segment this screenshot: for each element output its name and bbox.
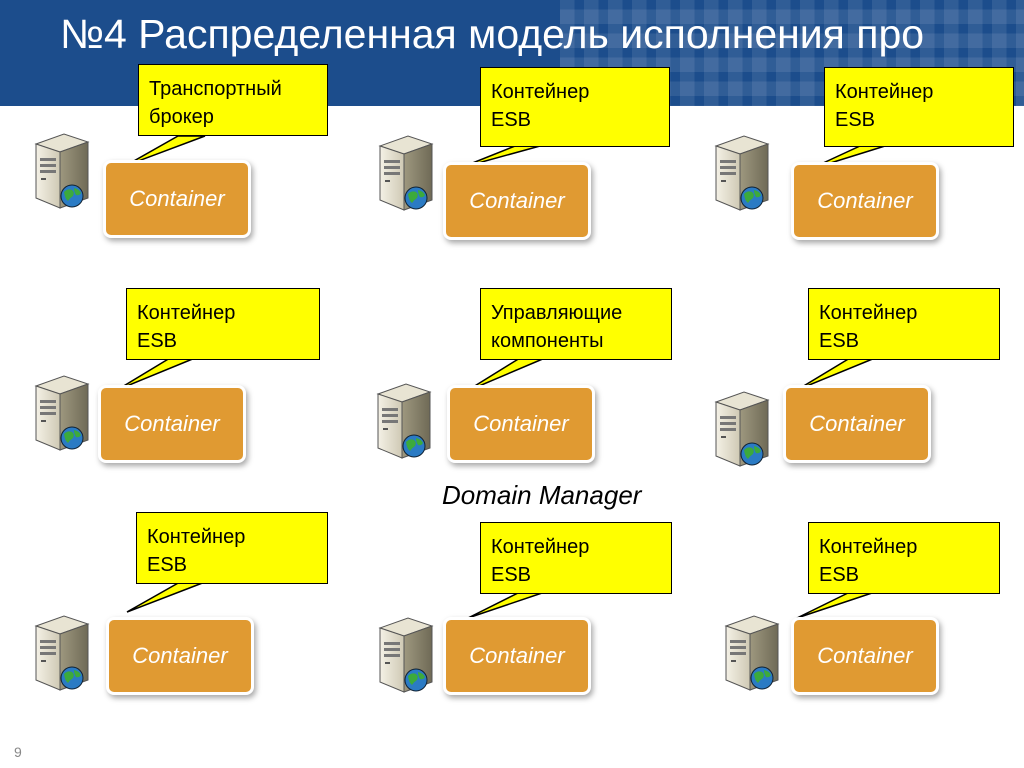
server-icon: [716, 612, 786, 694]
callout-line: Контейнер: [491, 536, 590, 558]
callout-line: ESB: [491, 109, 532, 131]
callout-line: Контейнер: [819, 302, 918, 324]
server-icon: [368, 380, 438, 462]
callout-line: ESB: [819, 330, 860, 352]
callout-line: Транспортный: [149, 78, 282, 100]
callout-line: брокер: [149, 106, 214, 128]
callout-tail: [467, 591, 546, 619]
container-box: Container: [443, 162, 591, 240]
callout-line: компоненты: [491, 330, 604, 352]
page-number: 9: [14, 744, 22, 760]
callout-line: Контейнер: [491, 81, 590, 103]
server-icon: [706, 132, 776, 214]
container-box: Container: [103, 160, 251, 238]
container-box: Container: [443, 617, 591, 695]
container-box: Container: [783, 385, 931, 463]
container-box: Container: [447, 385, 595, 463]
callout-line: Контейнер: [147, 526, 246, 548]
server-icon: [370, 614, 440, 696]
callout-line: ESB: [491, 564, 532, 586]
server-icon: [706, 388, 776, 470]
callout-line: ESB: [147, 554, 188, 576]
server-icon: [26, 130, 96, 212]
callout-esb-container: Контейнер ESB: [824, 67, 1014, 147]
container-box: Container: [106, 617, 254, 695]
callout-line: Контейнер: [137, 302, 236, 324]
container-box: Container: [791, 617, 939, 695]
callout-esb-container: Контейнер ESB: [480, 67, 670, 147]
callout-management-components: Управляющие компоненты: [480, 288, 672, 360]
callout-esb-container: Контейнер ESB: [808, 288, 1000, 360]
slide-title: №4 Распределенная модель исполнения про: [60, 11, 925, 57]
callout-esb-container: Контейнер ESB: [126, 288, 320, 360]
callout-line: ESB: [835, 109, 876, 131]
callout-line: Управляющие: [491, 302, 623, 324]
domain-manager-label: Domain Manager: [442, 480, 642, 510]
callout-line: Контейнер: [835, 81, 934, 103]
callout-esb-container: Контейнер ESB: [480, 522, 672, 594]
callout-esb-container: Контейнер ESB: [808, 522, 1000, 594]
callout-tail: [796, 591, 876, 619]
server-icon: [370, 132, 440, 214]
callout-line: ESB: [819, 564, 860, 586]
callout-tail: [126, 581, 206, 613]
callout-esb-container: Контейнер ESB: [136, 512, 328, 584]
container-box: Container: [791, 162, 939, 240]
server-icon: [26, 612, 96, 694]
callout-line: Контейнер: [819, 536, 918, 558]
container-box: Container: [98, 385, 246, 463]
server-icon: [26, 372, 96, 454]
callout-line: ESB: [137, 330, 178, 352]
callout-transport-broker: Транспортный брокер: [138, 64, 328, 136]
